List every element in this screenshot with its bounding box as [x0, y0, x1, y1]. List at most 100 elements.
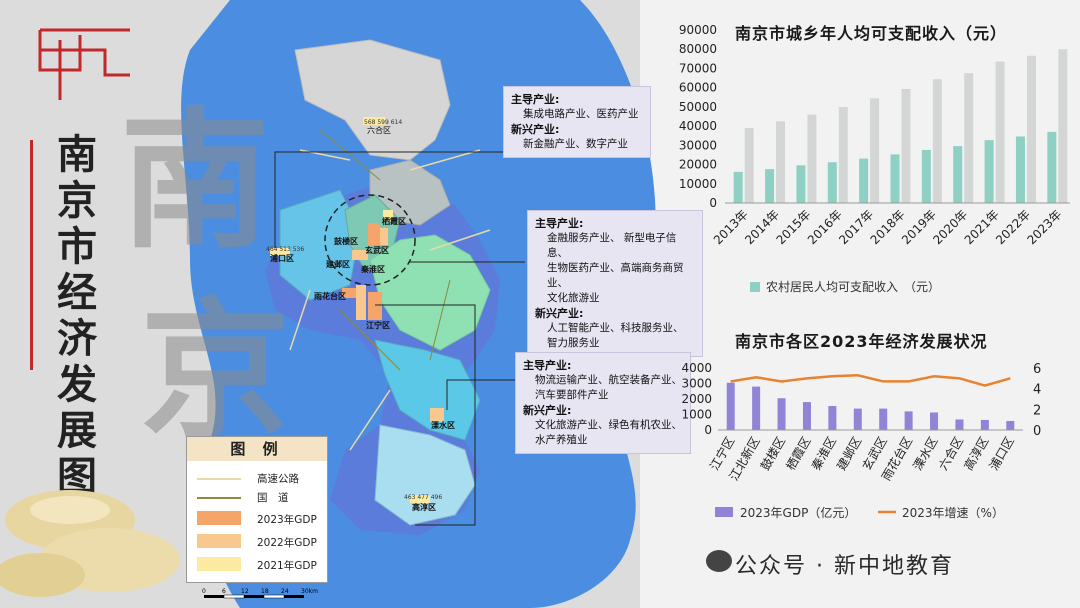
y-right-tick-label: 2: [1033, 403, 1041, 418]
nanjing-district-map: [265, 39, 500, 535]
legend-label: 2023年GDP: [257, 514, 317, 526]
callout-central: 主导产业: 金融服务产业、 新型电子信息、 生物医药产业、高端商务商贸业、 文化…: [527, 210, 703, 357]
callout-south: 主导产业: 物流运输产业、航空装备产业、 汽车要部件产业 新兴产业: 文化旅游产…: [515, 352, 691, 454]
y-tick-label: 90000: [679, 23, 717, 37]
bar-rural: [859, 158, 869, 203]
bar-urban: [744, 128, 754, 203]
scale-tick: 30km: [301, 588, 318, 595]
bar-rural: [1015, 136, 1025, 203]
background-calligraphy-nan: 南: [120, 93, 271, 269]
bar-gdp: [980, 419, 989, 430]
callout-heading: 新兴产业:: [523, 404, 572, 417]
scale-tick: 18: [261, 588, 269, 595]
legend-label-growth: 2023年增速（%）: [902, 506, 1004, 520]
legend-swatch-gdp: [715, 507, 733, 517]
map-legend: 图 例 高速公路 国 道 2023年GDP 2022年GDP 2021年GDP: [186, 436, 328, 583]
map-label-yuhuatai: 雨花台区: [314, 292, 346, 301]
legend-label: 国 道: [257, 492, 289, 504]
bar-rural: [827, 162, 837, 203]
bar-gdp: [828, 405, 837, 430]
y-tick-label: 50000: [679, 100, 717, 114]
bar-gdp: [853, 408, 862, 430]
bar-rural: [921, 149, 931, 203]
bar-gdp: [777, 398, 786, 430]
map-label-xuanwu: 玄武区: [365, 246, 389, 255]
legend-label: 2022年GDP: [257, 537, 317, 549]
scale-tick: 0: [202, 588, 206, 595]
bar-rural: [733, 171, 743, 203]
legend-label: 2021年GDP: [257, 560, 317, 572]
bar-rural: [765, 169, 775, 203]
callout-item: 文化旅游产业、绿色有机农业、: [535, 419, 682, 431]
district-gdp-chart: 010002000300040000246江宁区江北新区鼓楼区栖霞区秦淮区建邺区…: [681, 361, 1041, 520]
callout-heading: 主导产业:: [511, 93, 560, 106]
logo-icon: [38, 28, 130, 100]
scale-tick: 6: [222, 588, 226, 595]
scale-tick: 12: [241, 588, 249, 595]
y-left-tick-label: 4000: [681, 361, 712, 375]
watermark: 公众号 · 新中地教育: [735, 554, 954, 579]
legend-label-rural: 农村居民人均可支配收入 （元）: [766, 280, 940, 294]
bar-urban: [838, 107, 848, 203]
callout-heading: 新兴产业:: [535, 307, 584, 320]
map-label-lishui: 溧水区: [431, 421, 455, 430]
legend-gdp2023-swatch: [197, 511, 241, 525]
map-label-gaochun: 高淳区: [412, 503, 436, 512]
bar-gdp: [879, 408, 888, 430]
y-left-tick-label: 3000: [681, 377, 712, 391]
chart1-title: 南京市城乡年人均可支配收入（元）: [735, 24, 1008, 43]
y-left-tick-label: 1000: [681, 408, 712, 422]
callout-item: 金融服务产业、 新型电子信息、: [547, 232, 677, 259]
legend-swatch-rural: [750, 282, 760, 292]
x-tick-label: 高淳区: [960, 434, 991, 473]
callout-item: 水产养殖业: [535, 434, 588, 446]
y-left-tick-label: 2000: [681, 392, 712, 406]
title-char: 南: [57, 131, 97, 178]
callout-item: 生物医药产业、高端商务商贸业、: [547, 262, 684, 289]
gold-ingot-icon: [0, 490, 180, 597]
bar-gdp: [1006, 421, 1015, 430]
map-values-liuhe: 568 599 614: [364, 119, 403, 126]
map-label-qinhuai: 秦淮区: [361, 265, 385, 274]
x-tick-label: 浦口区: [987, 435, 1017, 473]
y-tick-label: 60000: [679, 81, 717, 95]
y-tick-label: 40000: [679, 119, 717, 133]
bar-urban: [870, 98, 880, 203]
y-tick-label: 70000: [679, 61, 717, 75]
bar-urban: [1026, 55, 1036, 203]
map-label-gulou: 鼓楼区: [334, 237, 358, 246]
y-tick-label: 10000: [679, 177, 717, 191]
background-right: [640, 0, 1080, 608]
scale-tick: 24: [281, 588, 289, 595]
legend-gdp2021-swatch: [197, 557, 241, 571]
y-right-tick-label: 4: [1033, 383, 1041, 398]
bar-rural: [1047, 131, 1057, 203]
bar-urban: [932, 79, 942, 203]
callout-item: 物流运输产业、航空装备产业、: [535, 374, 682, 386]
y-left-tick-label: 0: [704, 423, 712, 437]
callout-item: 新金融产业、数字产业: [523, 138, 628, 150]
bar-gdp: [904, 411, 913, 430]
x-tick-label: 建邺区: [834, 435, 864, 473]
callout-north: 主导产业: 集成电路产业、医药产业 新兴产业: 新金融产业、数字产业: [503, 86, 651, 158]
bar-gdp: [726, 382, 735, 430]
y-tick-label: 80000: [679, 42, 717, 56]
title-char: 展: [57, 407, 97, 454]
bar-rural: [984, 140, 994, 203]
y-tick-label: 0: [709, 196, 717, 210]
bar-gdp: [955, 419, 964, 430]
background-calligraphy-jing: 京: [140, 283, 291, 459]
callout-heading: 主导产业:: [523, 359, 572, 372]
callout-item: 人工智能产业、科技服务业、: [547, 322, 684, 334]
legend-gdp2022-swatch: [197, 534, 241, 548]
bar-urban: [995, 61, 1005, 203]
map-values-gaochun: 463 477 496: [404, 494, 443, 501]
title-char: 市: [57, 223, 97, 270]
bar-urban: [1058, 49, 1068, 203]
legend-national-road-swatch: [197, 497, 241, 499]
callout-heading: 主导产业:: [535, 217, 584, 230]
bar-urban: [901, 89, 911, 203]
map-label-qixia: 栖霞区: [382, 217, 406, 226]
bar-rural: [890, 154, 900, 203]
bar-rural: [953, 146, 963, 203]
